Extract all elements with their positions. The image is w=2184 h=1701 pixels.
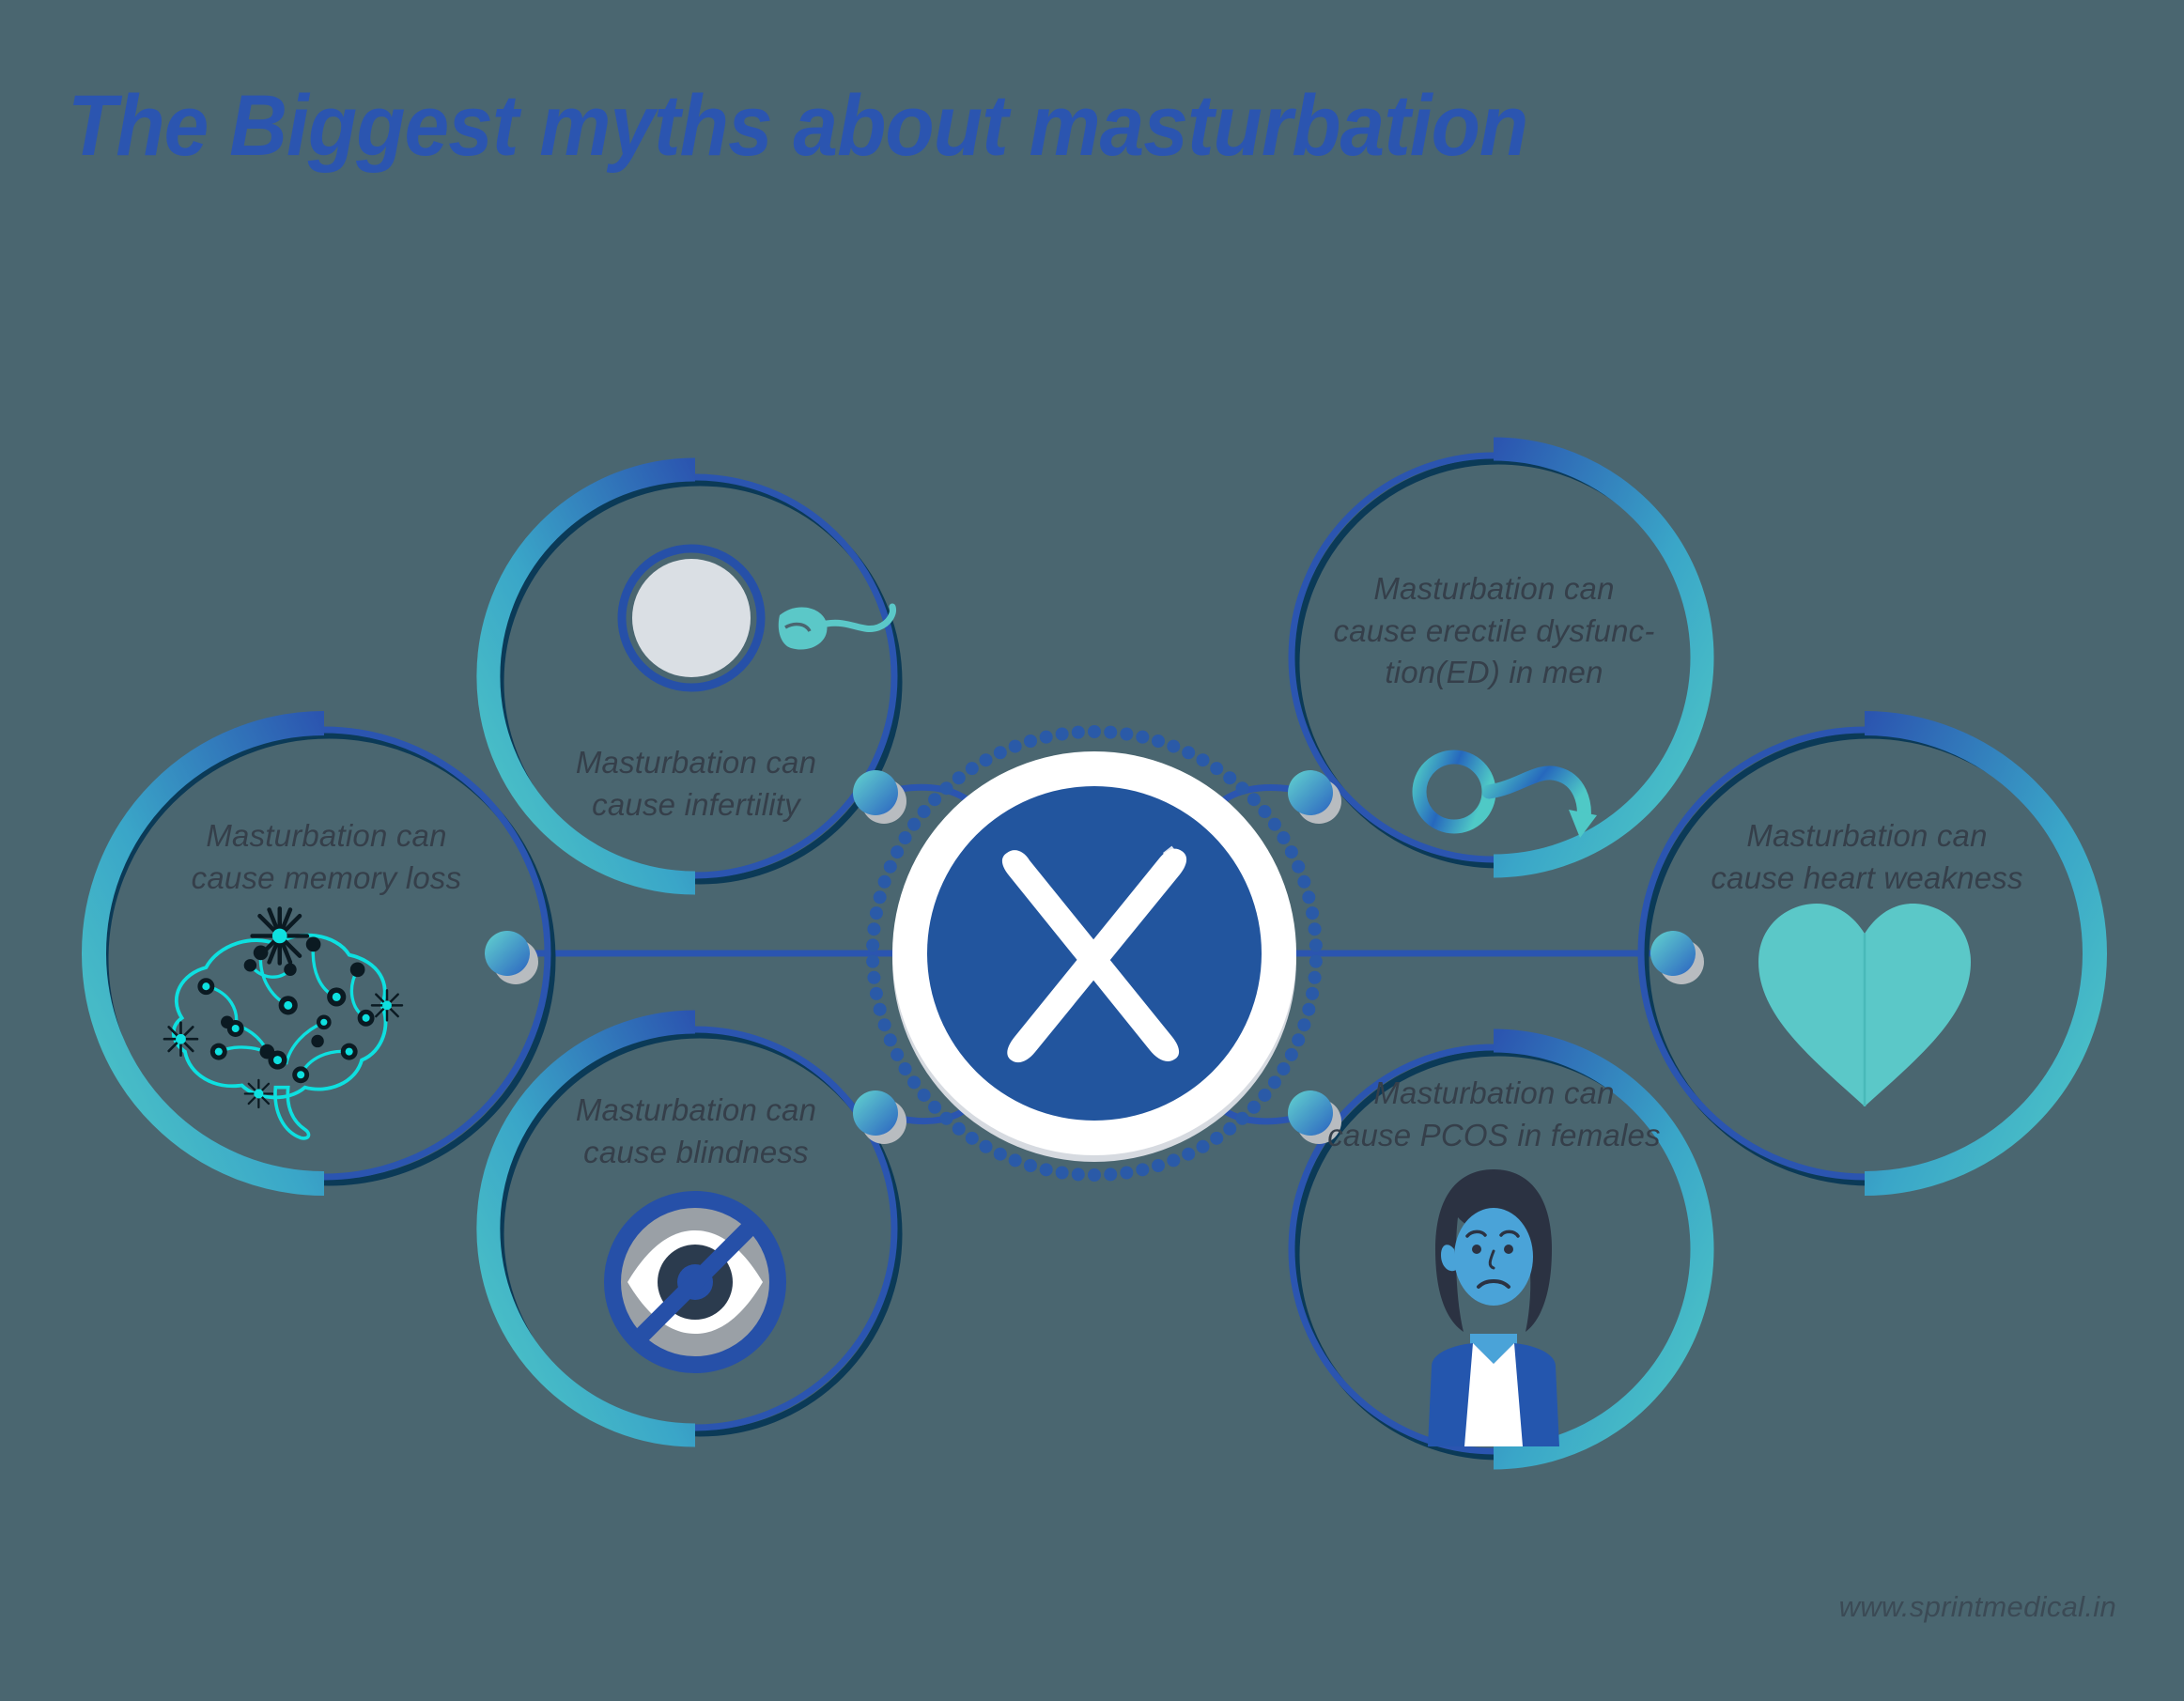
sperm-egg-icon — [617, 544, 896, 692]
ring-gradient-arc — [1493, 437, 1714, 878]
ring-gradient-arc — [476, 457, 696, 895]
connector-node-right — [1650, 931, 1704, 984]
website-footer: www.sprintmedical.in — [1838, 1590, 2116, 1623]
no-eye-icon — [604, 1191, 786, 1373]
ring-gradient-arc — [1493, 1028, 1714, 1470]
dotted-ring-dots — [866, 725, 1323, 1182]
heart-icon — [1758, 904, 1971, 1106]
connector-nodes — [485, 770, 1704, 1144]
connector-node-left — [485, 931, 538, 984]
node-pcos[interactable] — [1288, 1028, 1714, 1470]
center-medallion[interactable] — [866, 725, 1323, 1182]
connector-node-lower-right — [1288, 1090, 1341, 1144]
node-heart-weakness[interactable] — [1637, 711, 2107, 1196]
connector-node-upper-left — [853, 770, 906, 824]
node-infertility[interactable] — [476, 457, 903, 895]
page-title: The Biggest myths about masturbation — [68, 78, 1528, 174]
sad-woman-icon — [1428, 1169, 1559, 1446]
ring-shadow — [497, 479, 903, 885]
male-symbol-icon — [1412, 750, 1591, 834]
node-erectile-dysfunction[interactable] — [1288, 437, 1714, 878]
node-blindness[interactable] — [476, 1010, 903, 1447]
ring-gradient-arc — [1864, 711, 2107, 1196]
node-memory-loss[interactable] — [82, 711, 556, 1196]
x-cross-icon — [1001, 845, 1187, 1063]
male-symbol-arrowhead — [1569, 810, 1597, 838]
ring-gradient-arc — [476, 1010, 696, 1447]
ring-shadow — [497, 1031, 903, 1437]
ring-gradient-arc — [82, 711, 325, 1196]
connector-node-lower-left — [853, 1090, 906, 1144]
connector-node-upper-right — [1288, 770, 1341, 824]
brain-icon — [163, 906, 404, 1140]
